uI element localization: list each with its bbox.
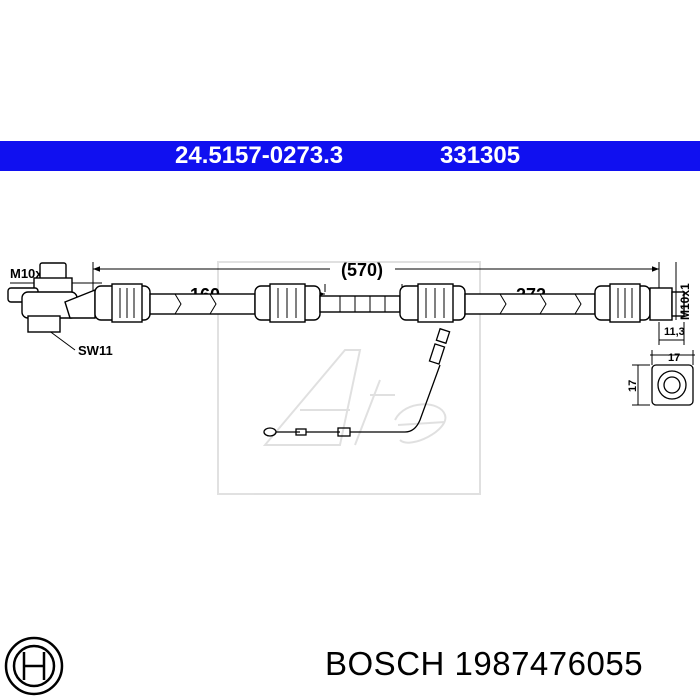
bosch-logo-icon (4, 636, 64, 696)
part-header-bar: 24.5157-0273.3 331305 (0, 141, 700, 171)
reference-number: 331305 (440, 142, 521, 169)
hex-end-view (632, 350, 695, 406)
break-marks (174, 293, 582, 315)
hex-width-label: 17 (668, 352, 680, 364)
wrench-size-label: SW11 (78, 343, 113, 358)
installation-sketch (263, 327, 451, 437)
crimp-ribs (119, 288, 633, 318)
ate-logo-watermark-icon (217, 261, 481, 495)
right-small-dim-label: 11,3 (664, 326, 685, 338)
footer-brand-article: BOSCH 1987476055 (325, 645, 644, 682)
total-length-label: (570) (341, 260, 383, 280)
right-thread-label: M10x1 (678, 283, 692, 320)
part-number: 24.5157-0273.3 (175, 142, 344, 169)
hex-height-label: 17 (627, 380, 639, 392)
